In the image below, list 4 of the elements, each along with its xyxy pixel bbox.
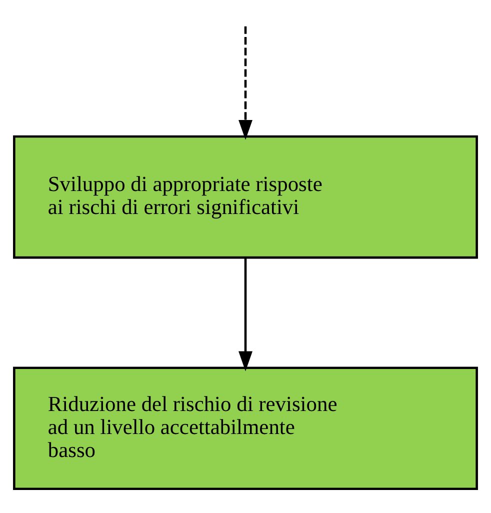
node-box: Sviluppo di appropriate risposte ai rischi di errori significativi	[13, 134, 478, 258]
arrow	[238, 257, 252, 371]
arrow	[238, 26, 252, 140]
node-box: Riduzione del rischio di revisione ad un livello accettabilmente basso	[13, 366, 478, 490]
